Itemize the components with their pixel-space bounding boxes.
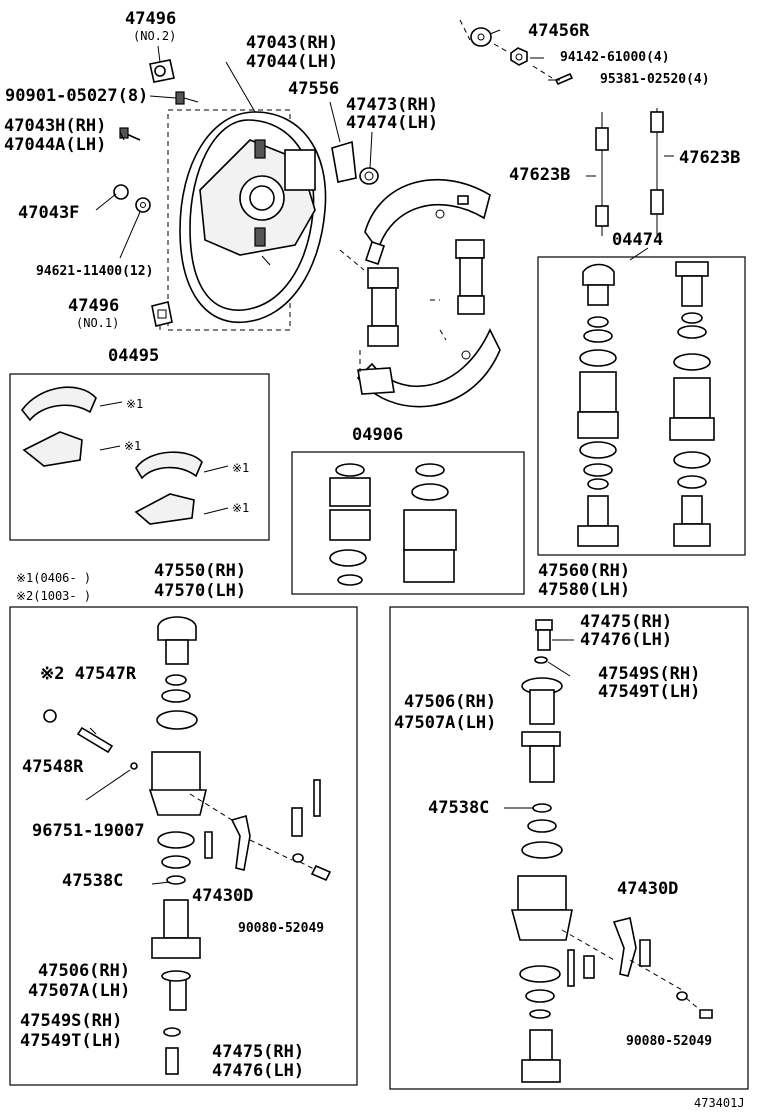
brake-shoe-upper [364,178,491,266]
label-90080-left: 90080-52049 [238,921,324,936]
label-90901: 90901-05027(8) [5,86,148,106]
label-96751: 96751-19007 [32,821,145,841]
label-47496-no1-note: (NO.1) [76,316,119,330]
washer-94621 [135,197,151,213]
label-47550-rh: 47550(RH) [154,561,246,581]
label-47506-rh-left: 47506(RH) [38,961,130,981]
label-47476-lh-right: 47476(LH) [580,630,672,650]
assembly-box-47560 [389,606,749,1090]
kit-box-04474 [537,256,746,556]
bolt-90901 [175,91,199,105]
kit-04474-parts [577,261,715,547]
label-47623b-right: 47623B [679,148,740,168]
label-mark1-b: ※1 [124,439,141,453]
label-47043h-rh: 47043H(RH) [4,116,106,136]
brake-shoe-lower [356,328,501,408]
nut-47043f [113,184,129,200]
label-47556: 47556 [288,79,339,99]
assembly-box-47550 [9,606,358,1086]
label-47044a-lh: 47044A(LH) [4,135,106,155]
label-note2: ※2(1003- ) [16,589,91,603]
label-47473-rh: 47473(RH) [346,95,438,115]
label-47043f: 47043F [18,203,79,223]
plate-no2 [149,59,175,83]
label-04495: 04495 [108,346,159,366]
label-47496-no1: 47496 [68,296,119,316]
label-47475-rh-right: 47475(RH) [580,612,672,632]
label-90080-right: 90080-52049 [626,1034,712,1049]
label-47496-no2: 47496 [125,9,176,29]
label-47474-lh: 47474(LH) [346,113,438,133]
kit-box-04906 [291,451,525,595]
label-95381: 95381-02520(4) [600,72,710,87]
label-47538c-left: 47538C [62,871,123,891]
label-47560-rh: 47560(RH) [538,561,630,581]
label-47549t-lh-left: 47549T(LH) [20,1031,122,1051]
clip-47556 [331,140,357,183]
label-47496-no2-note: (NO.2) [133,29,176,43]
label-04474: 04474 [612,230,663,250]
label-94621: 94621-11400(12) [36,264,153,279]
label-47506-rh-right: 47506(RH) [404,692,496,712]
assembly-47560-parts [510,619,713,1083]
label-04906: 04906 [352,425,403,445]
assembly-47550-parts [43,616,332,1075]
kit-04906-parts [329,463,457,586]
diagram-code: 473401J [694,1096,745,1110]
label-47044-lh: 47044(LH) [246,52,338,72]
label-mark1-c: ※1 [232,461,249,475]
spring-47623b-left [595,112,609,236]
label-47570-lh: 47570(LH) [154,581,246,601]
label-47043-rh: 47043(RH) [246,33,338,53]
wheel-cylinder-upper [455,239,485,315]
washer-47473 [359,167,379,185]
wheel-cylinder-lower [367,267,399,347]
label-47623b-left: 47623B [509,165,570,185]
label-47507a-lh-right: 47507A(LH) [394,713,496,733]
kit-box-04495 [9,373,270,541]
washer-47456r [470,27,492,47]
backing-plate-illustration [167,109,327,331]
label-47548r: 47548R [22,757,84,777]
label-47549s-rh-left: 47549S(RH) [20,1011,122,1031]
label-47547r: ※2 47547R [40,664,137,684]
kit-04495-parts [20,386,229,525]
label-47549s-rh-right: 47549S(RH) [598,664,700,684]
screw-95381 [554,72,574,86]
label-47456r: 47456R [528,21,590,41]
label-47507a-lh-left: 47507A(LH) [28,981,130,1001]
spring-47623b-right [650,108,664,236]
label-47549t-lh-right: 47549T(LH) [598,682,700,702]
label-47430d-left: 47430D [192,886,253,906]
label-mark1-d: ※1 [232,501,249,515]
label-mark1-a: ※1 [126,397,143,411]
plate-no1 [151,301,173,327]
label-47475-rh-left: 47475(RH) [212,1042,304,1062]
label-47580-lh: 47580(LH) [538,580,630,600]
nut-94142 [510,47,528,66]
label-47430d-right: 47430D [617,879,678,899]
label-47476-lh-left: 47476(LH) [212,1061,304,1081]
label-94142: 94142-61000(4) [560,50,670,65]
label-47538c-right: 47538C [428,798,489,818]
label-note1: ※1(0406- ) [16,571,91,585]
